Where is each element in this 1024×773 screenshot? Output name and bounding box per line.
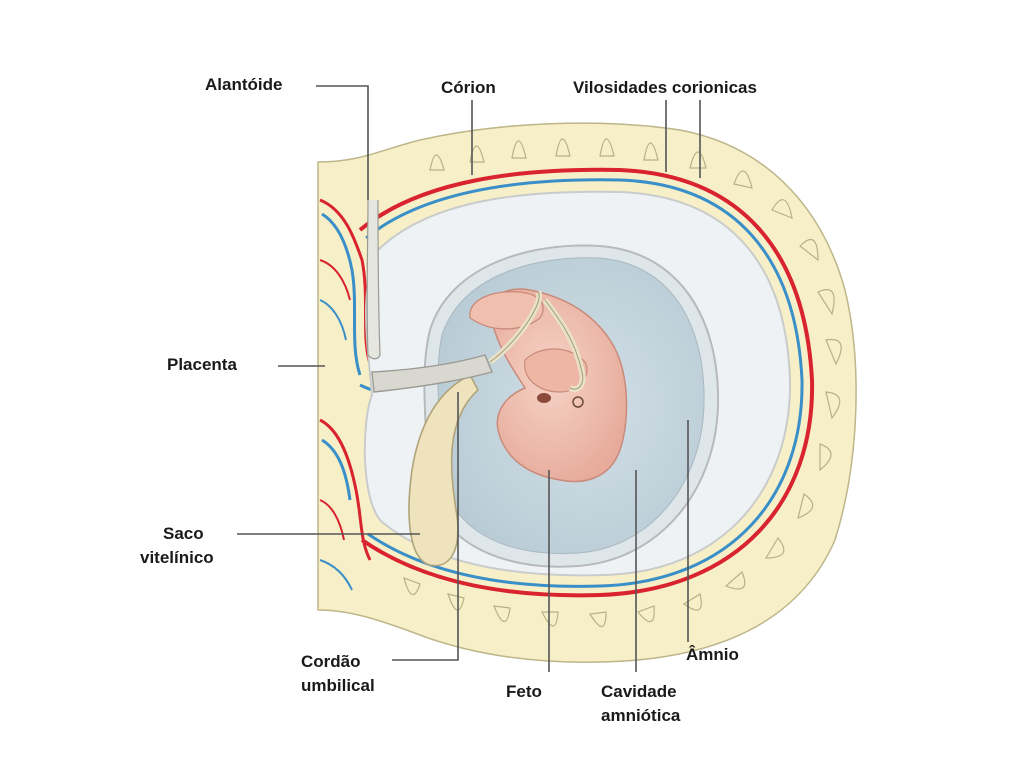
label-cordao-line2: umbilical — [301, 676, 375, 695]
label-placenta: Placenta — [167, 355, 237, 374]
embryo-otic-mark — [572, 396, 584, 408]
umbilical-loop-outline — [489, 291, 584, 390]
label-cavidade-amniotica: Cavidade amniótica — [601, 680, 680, 728]
label-vilosidades-corionicas: Vilosidades corionicas — [573, 78, 757, 97]
leader-lines — [237, 85, 701, 672]
chorion-vein-band — [365, 178, 804, 588]
yolk-sac — [408, 373, 479, 567]
embryo-eye — [537, 393, 551, 403]
umbilical-cord — [371, 354, 493, 393]
label-alantoide: Alantóide — [205, 75, 283, 94]
label-cavidade-line1: Cavidade — [601, 682, 677, 701]
label-saco-vitelinico: Saco vitelínico — [140, 522, 214, 570]
label-cavidade-line2: amniótica — [601, 706, 681, 725]
label-saco-line2: vitelínico — [140, 548, 214, 567]
chorionic-villi — [403, 138, 842, 628]
label-feto: Feto — [506, 682, 542, 701]
label-corion: Córion — [441, 78, 496, 97]
label-saco-line1: Saco — [163, 524, 204, 543]
allantois — [366, 199, 381, 360]
chorion-artery-band — [358, 167, 815, 598]
label-cordao-line1: Cordão — [301, 652, 361, 671]
label-cordao-umbilical: Cordão umbilical — [301, 650, 375, 698]
label-amnio: Âmnio — [686, 645, 739, 664]
